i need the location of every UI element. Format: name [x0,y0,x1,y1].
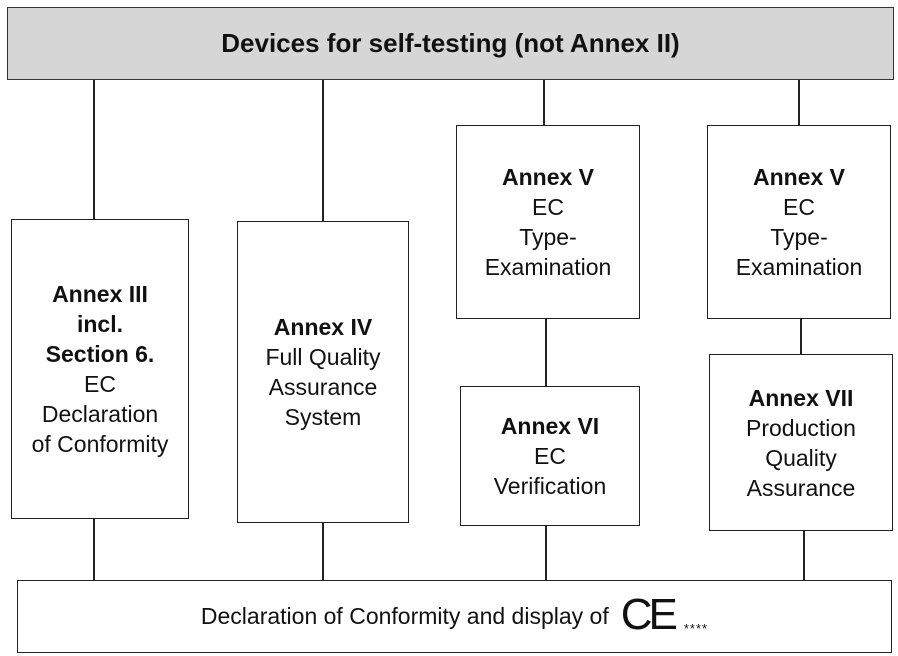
annex-v-box-col4: Annex V EC Type- Examination [707,125,891,319]
annex-vii-title: Annex VII [748,384,854,411]
annex-vi-text-ec: EC [534,443,566,469]
header-title: Devices for self-testing (not Annex II) [221,28,680,58]
annex-iv-box: Annex IV Full Quality Assurance System [237,221,409,523]
annex-vii-text-2: Quality [765,444,837,471]
annex-vi-text-verification: Verification [493,473,607,499]
annex-v-text-ec: EC [532,194,564,220]
annex-vii-text-3: Assurance [746,474,856,501]
annex-iii-text-conformity: of Conformity [31,431,169,457]
connector-line [93,518,95,580]
annex-iv-title: Annex IV [273,314,373,340]
annex-vii-text-1: Production [746,414,856,441]
ce-mark-icon: CE [620,589,678,639]
annex-v-box-col3: Annex V EC Type- Examination [456,125,640,319]
annex-iii-section: Section 6. [45,341,155,367]
footer-stars: **** [683,621,709,636]
annex-iii-incl: incl. [76,311,123,337]
annex-iv-text-1: Full Quality [265,344,381,370]
connector-line [800,318,802,354]
annex-v-text-exam: Examination [484,254,612,280]
annex-vi-title: Annex VI [500,413,600,439]
annex-v-title: Annex V [501,164,595,190]
annex-iii-text-declaration: Declaration [41,401,159,427]
annex-iii-box: Annex III incl. Section 6. EC Declaratio… [11,219,189,519]
annex-iii-title: Annex III [52,281,148,307]
annex-v-text-type: Type- [770,224,828,250]
footer-text: Declaration of Conformity and display of [200,603,609,629]
connector-line [543,80,545,125]
annex-iv-text-2: Assurance [268,374,378,400]
connector-line [545,318,547,386]
footer-banner: Declaration of Conformity and display of… [17,580,892,653]
annex-iv-text-3: System [284,404,362,430]
connector-line [322,80,324,221]
connector-line [803,530,805,580]
annex-v-title: Annex V [752,164,846,190]
annex-v-text-type: Type- [519,224,577,250]
connector-line [322,522,324,580]
annex-vi-box: Annex VI EC Verification [460,386,640,526]
annex-vii-box: Annex VII Production Quality Assurance [709,354,893,531]
annex-iii-text-ec: EC [84,371,116,397]
annex-v-text-exam: Examination [735,254,863,280]
annex-v-text-ec: EC [783,194,815,220]
connector-line [545,525,547,580]
connector-line [798,80,800,125]
header-banner: Devices for self-testing (not Annex II) [7,7,894,80]
connector-line [93,80,95,219]
